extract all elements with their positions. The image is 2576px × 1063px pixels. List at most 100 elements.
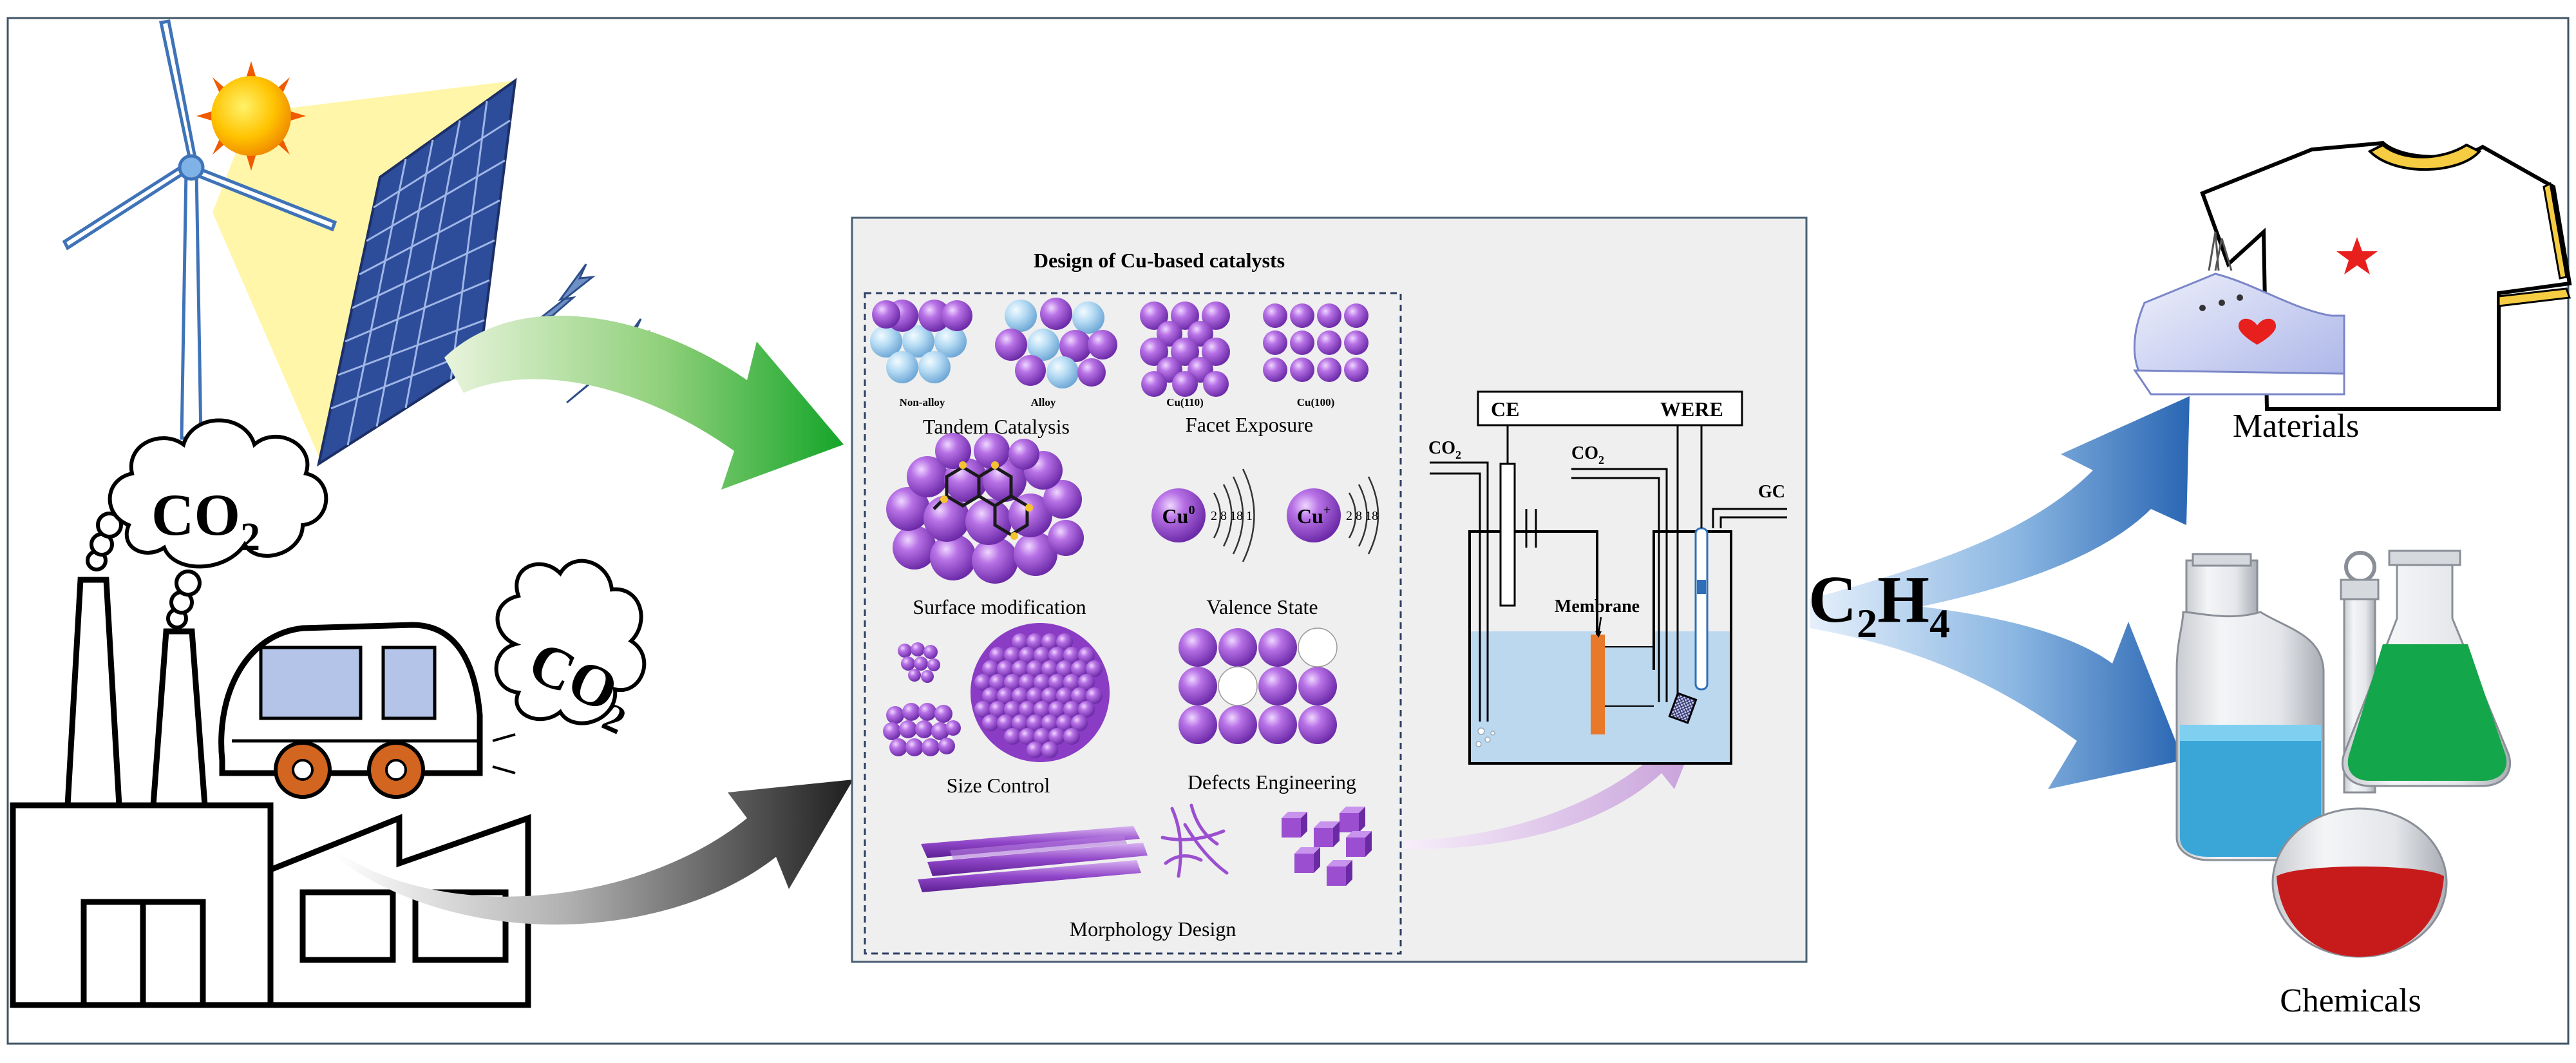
cluster-atom bbox=[1041, 660, 1058, 677]
cluster-atom bbox=[1027, 714, 1043, 731]
nanocube-face bbox=[1282, 818, 1301, 838]
nanocube-face bbox=[1327, 867, 1346, 886]
cluster-atom bbox=[982, 714, 999, 731]
nanowires-icon bbox=[1160, 803, 1229, 878]
nanocube-face bbox=[1346, 860, 1352, 886]
cu110-facet bbox=[1140, 302, 1230, 397]
energy-arrow bbox=[444, 316, 844, 490]
nanocube-face bbox=[1365, 831, 1372, 857]
cluster-atom bbox=[1034, 728, 1050, 745]
cluster-atom bbox=[1063, 728, 1080, 745]
cluster-atom bbox=[1056, 687, 1073, 704]
factory-icon bbox=[10, 577, 531, 1008]
co2-feed-arrow bbox=[335, 780, 853, 925]
car-icon bbox=[218, 622, 516, 799]
nanocube-face bbox=[1346, 831, 1372, 838]
cluster-atom bbox=[1063, 701, 1080, 718]
cu110-label: Cu(110) bbox=[1166, 396, 1204, 408]
nanocube-face bbox=[1314, 821, 1340, 828]
cluster-atom bbox=[1012, 660, 1028, 677]
were-label: WERE bbox=[1660, 397, 1723, 421]
cluster-atom bbox=[1078, 701, 1095, 718]
cluster-atom bbox=[1056, 660, 1073, 677]
cluster-atom bbox=[1078, 647, 1095, 664]
star-icon bbox=[2336, 237, 2378, 274]
surface-modification-label: Surface modification bbox=[913, 595, 1086, 618]
cluster-atom bbox=[1071, 714, 1088, 731]
cluster-atom bbox=[1004, 701, 1021, 718]
membrane bbox=[1591, 635, 1605, 734]
size-medium-cluster bbox=[883, 703, 961, 756]
cluster-atom bbox=[974, 674, 991, 691]
cluster-atom bbox=[1048, 674, 1065, 691]
cluster-atom bbox=[997, 687, 1014, 704]
cuplus-shells: 2 8 18 bbox=[1346, 509, 1378, 523]
shoe-icon bbox=[2133, 231, 2345, 396]
cluster-atom bbox=[1012, 714, 1028, 731]
cluster-atom bbox=[1034, 701, 1050, 718]
cluster-atom bbox=[989, 674, 1006, 691]
cluster-atom bbox=[1041, 714, 1058, 731]
alloy-particles bbox=[995, 298, 1117, 388]
size-large-cluster bbox=[971, 623, 1110, 762]
cluster-atom bbox=[989, 701, 1006, 718]
cluster-atom bbox=[1056, 633, 1073, 650]
membrane-label: Membrane bbox=[1555, 597, 1640, 617]
non-alloy-label: Non-alloy bbox=[900, 396, 945, 408]
cluster-atom bbox=[1063, 647, 1080, 664]
panel-title: Design of Cu-based catalysts bbox=[1034, 249, 1285, 272]
car-co2-cloud bbox=[494, 559, 647, 725]
cuplus-label: Cu+ bbox=[1297, 503, 1331, 528]
valence-cuplus: Cu+ 2 8 18 bbox=[1287, 476, 1379, 555]
arrow-to-materials bbox=[1810, 396, 2190, 625]
alloy-label: Alloy bbox=[1031, 396, 1056, 408]
cluster-atom bbox=[982, 660, 999, 677]
cluster-atom bbox=[1041, 742, 1058, 758]
cu100-label: Cu(100) bbox=[1297, 396, 1335, 408]
cu0-label: Cu0 bbox=[1162, 503, 1195, 528]
materials-label: Materials bbox=[2233, 408, 2359, 445]
erlenmeyer-flask-icon bbox=[2341, 550, 2512, 787]
nanocube-face bbox=[1327, 860, 1352, 867]
nanocube-face bbox=[1314, 828, 1333, 847]
cluster-atom bbox=[1078, 674, 1095, 691]
smoke-icon bbox=[86, 512, 202, 629]
co2-emission-scene: CO2 CO2 bbox=[10, 418, 647, 1008]
c2h4-label: C2H4 bbox=[1808, 562, 1950, 646]
cluster-atom bbox=[1027, 633, 1043, 650]
cluster-atom bbox=[1071, 660, 1088, 677]
non-alloy-particles bbox=[870, 300, 972, 383]
cluster-atom bbox=[1048, 728, 1065, 745]
cluster-atom bbox=[1034, 647, 1050, 664]
cluster-atom bbox=[1041, 633, 1058, 650]
nanocube-face bbox=[1282, 812, 1307, 818]
cu0-shells: 2 8 18 1 bbox=[1211, 509, 1253, 523]
nanocube-face bbox=[1359, 807, 1365, 832]
size-small-cluster bbox=[898, 642, 940, 683]
cluster-atom bbox=[1004, 647, 1021, 664]
cluster-atom bbox=[1019, 674, 1036, 691]
factory-co2-cloud bbox=[108, 418, 328, 569]
working-electrode bbox=[1668, 692, 1698, 724]
morphology-design-label: Morphology Design bbox=[1070, 917, 1236, 941]
nanocube-face bbox=[1340, 807, 1365, 813]
cluster-atom bbox=[1027, 687, 1043, 704]
cluster-atom bbox=[1004, 728, 1021, 745]
strategy-box bbox=[864, 292, 1402, 955]
cluster-atom bbox=[1027, 660, 1043, 677]
valence-cu0: Cu0 2 8 18 1 bbox=[1151, 468, 1255, 562]
h-cell: CE WERE Membrane CO2 CO2 bbox=[1428, 390, 1787, 765]
co2-inlet-right: CO2 bbox=[1571, 443, 1604, 466]
facet-exposure-label: Facet Exposure bbox=[1186, 413, 1313, 436]
nanorods-icon bbox=[918, 826, 1148, 892]
size-control-label: Size Control bbox=[947, 774, 1050, 797]
cluster-atom bbox=[989, 647, 1006, 664]
chemicals-label: Chemicals bbox=[2280, 982, 2421, 1019]
sun-icon bbox=[196, 61, 306, 171]
heart-icon bbox=[2238, 318, 2277, 345]
arrow-to-chemicals bbox=[1810, 599, 2183, 789]
cluster-atom bbox=[1004, 674, 1021, 691]
cluster-atom bbox=[1019, 728, 1036, 745]
cu100-facet bbox=[1263, 303, 1368, 382]
defects-engineering-label: Defects Engineering bbox=[1188, 771, 1356, 794]
